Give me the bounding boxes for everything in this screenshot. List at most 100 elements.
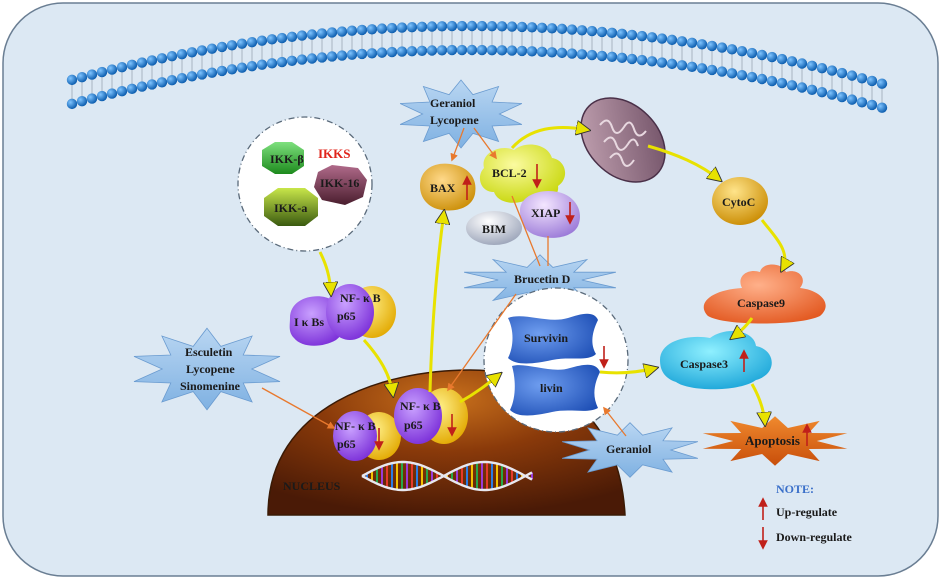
lipid-head [116,61,128,73]
lipid-head [636,30,648,42]
lipid-head [696,63,708,74]
lipid-head [856,73,868,84]
lipid-head [296,30,308,41]
lipid-head [516,21,528,33]
lipid-head [276,32,288,44]
lipid-head [876,102,888,113]
brucetin-d-label: Brucetin D [514,272,571,286]
lipid-head [206,67,218,78]
lipid-head [456,44,468,56]
bcl2-node: BCL-2 [479,144,566,203]
lipid-head [156,53,168,64]
lipid-head [566,48,578,59]
lipid-head [816,62,828,74]
arrow-geraniol-to-bax [450,127,465,162]
arrow-bcl2-to-mito [510,127,588,150]
lipid-head [596,50,608,62]
xiap-node: XIAP [520,190,580,238]
lipid-head [446,44,458,56]
lipid-head [526,22,538,33]
legend-title: NOTE: [776,482,814,496]
lipid-head [86,69,98,80]
legend: NOTE: Up-regulate Down-regulate [758,482,852,550]
dna-strand [361,460,533,492]
lipid-head [776,77,788,89]
lipid-head [796,58,808,69]
lipid-head [646,56,658,67]
lipid-head [626,53,638,65]
survivin-shape [508,313,598,364]
lipid-head [226,40,238,51]
lipid-head [246,36,258,48]
lipid-head [106,64,118,75]
lipid-head [676,36,688,47]
lipid-head [656,57,668,68]
lipid-head [606,51,618,63]
arrow-casp3-to-apoptosis [750,383,765,424]
lipid-head [466,44,478,56]
nfkb-nuc1-label: NF- κ B [335,419,376,433]
geraniol-top-label: Geraniol [430,96,476,110]
lipid-head [616,28,628,40]
link-brucetin-bcl2 [511,195,541,267]
lipid-head [66,98,78,110]
survivin-livin-group: Survivin livin [483,287,629,433]
lipid-head [346,25,358,36]
lipid-head [806,60,818,71]
arrow-esculetin-to-nfkb [261,387,336,429]
lipid-head [356,48,368,60]
lipid-head [266,58,278,69]
lipid-head [666,58,678,70]
arrow-ikks-to-ikbs [318,251,331,294]
lipid-head [156,77,168,88]
lipid-head [96,90,108,102]
lipid-head [286,55,298,66]
lipid-head [426,45,438,56]
lipid-head [386,46,398,58]
lipid-head [566,24,578,35]
ikks-label: IKKS [318,146,351,161]
caspase3-label: Caspase3 [680,357,728,371]
dna-helix [361,460,533,492]
nfkb-cyto-p65-label: p65 [337,309,356,323]
nfkb-purple-shape [326,284,374,340]
lipid-head [656,33,668,44]
bim-node: BIM [466,211,522,245]
caspase9-label: Caspase9 [737,296,785,310]
arrow-survivin-to-casp3 [599,368,656,373]
ikk-a-shape [264,188,318,226]
lipid-head [716,66,728,77]
lipid-head [396,46,408,57]
legend-up-label: Up-regulate [776,505,838,519]
lipid-head [556,23,568,35]
lipid-head [716,42,728,53]
lipid-head [876,78,888,89]
ikk-a-label: IKK-a [274,201,307,215]
lipid-head [76,96,88,107]
lipid-head [836,67,848,79]
apoptosis-label: Apoptosis [745,433,800,448]
arrow-nfkb-to-bax [428,212,444,393]
esculetin-label: Esculetin [185,345,233,359]
lipid-head [496,21,508,32]
lipid-head [746,71,758,83]
nfkb-nucleus-1: NF- κ B p65 [333,411,401,461]
legend-down-label: Down-regulate [776,530,852,544]
nfkb-nucleus-2: NF- κ B p65 [394,388,468,444]
bim-label: BIM [482,222,506,236]
arrow-nfkb-to-nucleus [362,339,393,395]
lipid-head [586,49,598,61]
lipid-head [756,49,768,61]
lipid-head [536,46,548,57]
lipid-head [706,40,718,52]
lipid-head [196,45,208,56]
lipid-head [126,59,138,71]
lipid-head [166,75,178,86]
lipid-head [586,25,598,37]
livin-shape [510,364,600,416]
lipid-head [786,56,798,67]
regulation-markers [374,164,812,451]
lipid-head [816,86,828,98]
lipid-head [436,21,448,32]
lipid-head [106,88,118,99]
